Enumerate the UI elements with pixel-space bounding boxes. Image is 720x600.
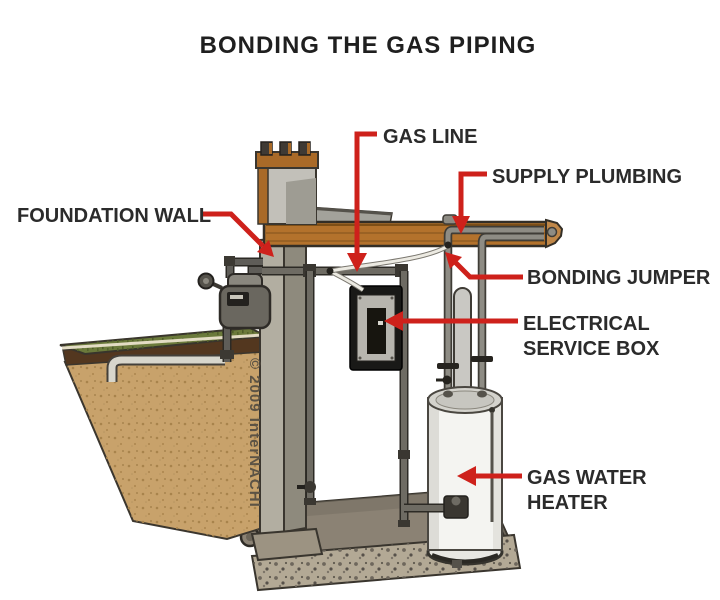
gas-water-heater <box>426 386 504 568</box>
side-valve <box>442 375 452 385</box>
valve-handle-2 <box>471 356 493 362</box>
union-fitting <box>398 450 410 459</box>
bonding-wires <box>326 241 452 293</box>
copyright-watermark: © 2009 InterNACHI <box>246 358 263 508</box>
gauge-dial-face <box>203 278 209 284</box>
gas-line-arrowhead <box>347 253 367 272</box>
sediment-trap-cap <box>398 520 410 527</box>
breaker-label <box>378 321 383 325</box>
page-title: BONDING THE GAS PIPING <box>200 32 537 59</box>
tank-base-ring <box>431 553 499 564</box>
panel-screw-4 <box>390 356 394 360</box>
drain-spout <box>452 560 462 568</box>
pipe-clamp <box>326 267 334 275</box>
gas-water-heater-arrowhead <box>457 466 476 486</box>
callout-gas-water-heater <box>457 466 522 486</box>
callout-supply-plumbing <box>452 171 487 234</box>
foundation-wall-arrowhead <box>257 240 274 257</box>
foundation-wall-leader <box>201 211 265 248</box>
callouts <box>201 131 523 486</box>
pipe-end-nub <box>546 226 558 238</box>
label-electrical-line2: SERVICE BOX <box>523 338 660 360</box>
hot-pipe <box>479 234 544 404</box>
wall-sheathing-shade <box>286 178 316 224</box>
stud-end-2-edge <box>288 143 291 154</box>
gas-line-leader <box>354 131 377 256</box>
label-supply-plumbing: SUPPLY PLUMBING <box>492 166 682 188</box>
callout-foundation-wall <box>201 211 274 257</box>
first-floor <box>262 204 564 404</box>
stud-end-3-edge <box>307 143 310 154</box>
gas-valve <box>304 481 316 493</box>
supply-plumbing-arrowhead <box>452 216 470 234</box>
bonding-jumper-leader <box>453 260 523 280</box>
valve-handle-1 <box>437 363 459 369</box>
label-gas-water-heater-line1: GAS WATER <box>527 467 647 489</box>
tp-valve <box>489 407 495 413</box>
riser-fitting <box>220 350 234 359</box>
supply-plumbing-leader <box>458 171 487 218</box>
soil-texture <box>65 349 266 539</box>
panel-screw-2 <box>390 296 394 300</box>
tank-shade-left <box>429 399 439 549</box>
label-gas-water-heater-line2: HEATER <box>527 492 608 514</box>
callout-electrical-service-box <box>384 311 518 331</box>
label-bonding-jumper: BONDING JUMPER <box>527 267 711 289</box>
bonding-jumper-wire <box>329 244 449 273</box>
water-heater-flue <box>436 287 493 405</box>
underground-gas-pipe <box>106 327 234 382</box>
heater-gas-connection <box>404 495 469 519</box>
callout-bonding-jumper <box>445 252 523 280</box>
gas-control-valve <box>443 495 469 519</box>
stud-wall <box>255 141 319 225</box>
supply-pipe-clamp <box>444 241 452 249</box>
cold-pipe <box>445 227 544 404</box>
wall-footing <box>250 527 324 562</box>
foundation-wall <box>250 236 324 562</box>
hot-outlet-fitting <box>477 390 487 398</box>
electrical-service-box-arrowhead <box>384 311 403 331</box>
label-gas-line: GAS LINE <box>383 126 477 148</box>
stud-ends <box>260 141 311 156</box>
stud-end-1-edge <box>269 143 272 154</box>
callout-gas-line <box>347 131 377 272</box>
panel-screw-3 <box>358 356 362 360</box>
service-pipe <box>108 356 225 382</box>
corner-stud <box>257 165 269 225</box>
panel-screw-1 <box>358 296 362 300</box>
gas-control-knob <box>451 496 461 506</box>
drip-leg-cap <box>304 498 316 505</box>
meter-elbow-fitting <box>224 256 235 266</box>
label-electrical-line1: ELECTRICAL <box>523 313 650 335</box>
gas-piping <box>262 264 410 527</box>
cold-inlet-fitting <box>443 390 453 398</box>
electrical-service-box <box>349 285 403 371</box>
bonding-jumper-arrowhead <box>445 252 462 269</box>
meter-display-digits <box>230 295 243 299</box>
label-foundation-wall: FOUNDATION WALL <box>17 205 211 227</box>
breaker-column <box>367 308 386 354</box>
gas-meter <box>197 256 272 330</box>
